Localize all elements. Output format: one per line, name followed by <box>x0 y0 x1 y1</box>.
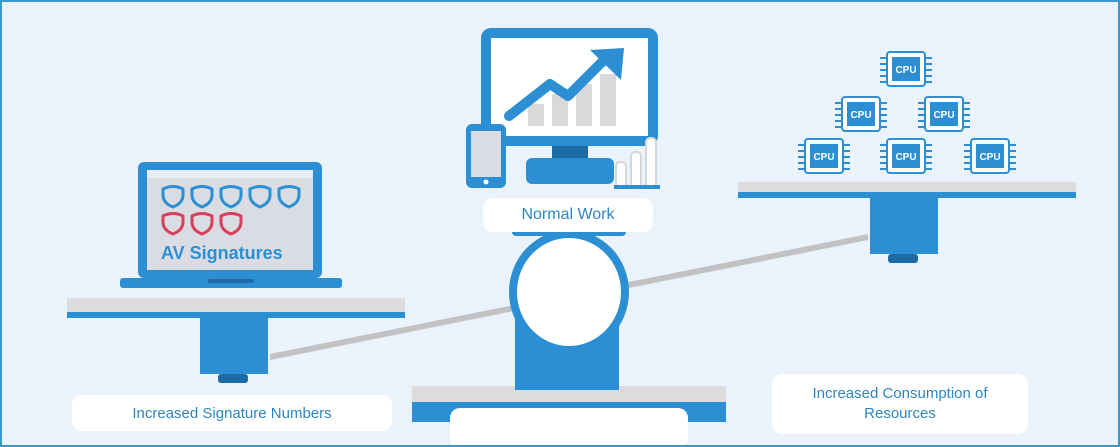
cpu-chip-label: CPU <box>895 65 916 76</box>
monitor-icon <box>481 28 658 184</box>
shield-blue-icon <box>277 185 301 209</box>
shield-group <box>161 185 301 236</box>
scale-base <box>412 386 726 445</box>
laptop-screen-title: AV Signatures <box>161 243 283 263</box>
laptop-icon <box>120 162 342 288</box>
normal-work-label: Normal Work <box>483 198 653 232</box>
shield-red-icon <box>190 212 214 236</box>
cpu-chip-icon: CPU <box>964 138 1016 174</box>
right-caption-line1: Increased Consumption of <box>812 385 988 402</box>
shield-blue-icon <box>219 185 243 209</box>
right-caption: Increased Consumption of Resources <box>772 374 1028 434</box>
scale-pillar <box>509 226 629 390</box>
right-pan <box>738 182 1076 263</box>
cpu-chip-label: CPU <box>979 152 1000 163</box>
cpu-chip-label: CPU <box>933 110 954 121</box>
shield-red-icon <box>161 212 185 236</box>
cpu-chip-icon: CPU <box>798 138 850 174</box>
cpu-chip-label: CPU <box>813 152 834 163</box>
cpu-chip-icon: CPU <box>880 51 932 87</box>
cpu-stack: CPU CPU CPU CPU CPU CPU <box>798 51 1016 174</box>
left-caption-text: Increased Signature Numbers <box>132 404 332 422</box>
left-caption: Increased Signature Numbers <box>72 395 392 431</box>
bar-chart-icon <box>614 137 660 189</box>
left-pan <box>67 298 405 383</box>
shield-red-icon <box>219 212 243 236</box>
right-caption-line2: Resources <box>864 405 936 422</box>
shield-blue-icon <box>190 185 214 209</box>
cpu-chip-icon: CPU <box>880 138 932 174</box>
shield-blue-icon <box>161 185 185 209</box>
cpu-chip-label: CPU <box>895 152 916 163</box>
cpu-chip-label: CPU <box>850 110 871 121</box>
normal-work-text: Normal Work <box>521 206 615 223</box>
cpu-chip-icon: CPU <box>918 96 970 132</box>
tablet-icon <box>466 124 506 188</box>
shield-blue-icon <box>248 185 272 209</box>
cpu-chip-icon: CPU <box>835 96 887 132</box>
